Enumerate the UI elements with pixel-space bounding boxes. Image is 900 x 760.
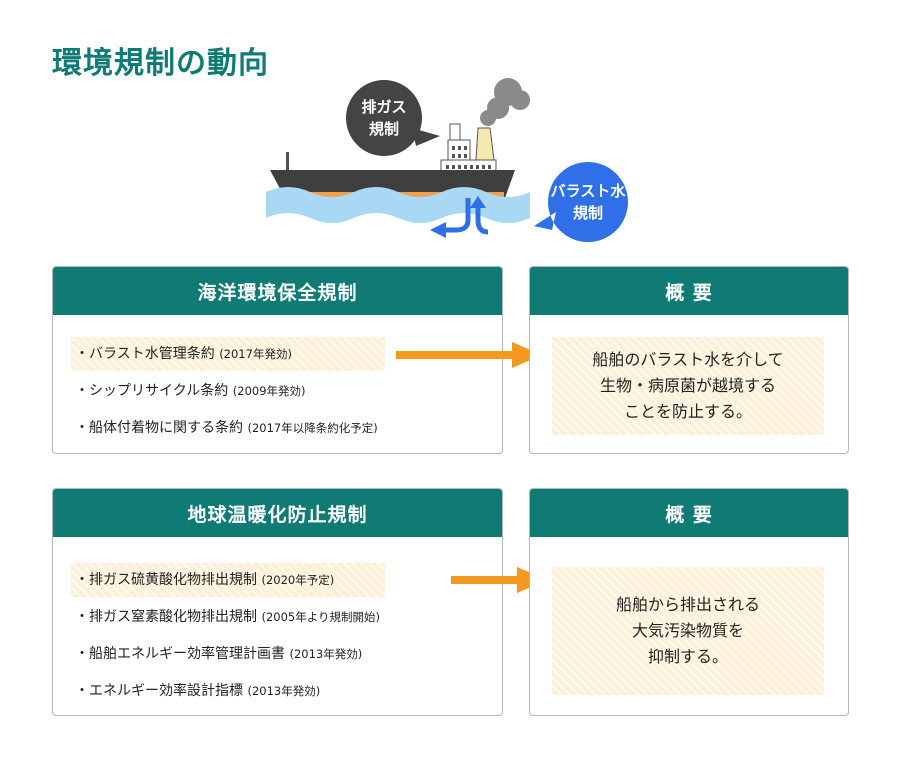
page-title: 環境規制の動向 bbox=[52, 46, 269, 81]
exhaust-regulation-label: 排ガス 規制 bbox=[361, 98, 407, 138]
list-item: ・エネルギー効率設計指標 (2013年発効) bbox=[75, 683, 321, 699]
water-icon bbox=[266, 187, 530, 223]
funnel-icon bbox=[475, 127, 495, 161]
list-item: ・バラスト水管理条約 (2017年発効) bbox=[71, 337, 385, 371]
panel-header: 概 要 bbox=[530, 267, 848, 315]
ballast-bubble-icon bbox=[534, 162, 628, 242]
summary-panel-1: 概 要 船舶のバラスト水を介して 生物・病原菌が越境する ことを防止する。 bbox=[529, 266, 849, 454]
ballast-flow-arrows-icon bbox=[444, 198, 489, 235]
summary-panel-2: 概 要 船舶から排出される 大気汚染物質を 抑制する。 bbox=[529, 488, 849, 716]
climate-regulation-panel: 地球温暖化防止規制 ・排ガス硫黄酸化物排出規制 (2020年予定) ・排ガス窒素… bbox=[52, 488, 503, 716]
list-item: ・船体付着物に関する条約 (2017年以降条約化予定) bbox=[75, 420, 378, 436]
ballast-regulation-label: バラスト水 規制 bbox=[550, 182, 626, 222]
list-item: ・排ガス窒素酸化物排出規制 (2005年より規制開始) bbox=[75, 609, 380, 625]
ship-illustration bbox=[266, 78, 628, 242]
panel-header: 海洋環境保全規制 bbox=[53, 267, 502, 315]
marine-regulation-panel: 海洋環境保全規制 ・バラスト水管理条約 (2017年発効) ・シップリサイクル条… bbox=[52, 266, 503, 454]
exhaust-bubble-icon bbox=[346, 80, 440, 156]
smoke-icon bbox=[480, 78, 530, 126]
list-item: ・船舶エネルギー効率管理計画書 (2013年発効) bbox=[75, 646, 363, 662]
list-item: ・シップリサイクル条約 (2009年発効) bbox=[75, 383, 306, 399]
list-item: ・排ガス硫黄酸化物排出規制 (2020年予定) bbox=[71, 563, 385, 597]
panel-header: 概 要 bbox=[530, 489, 848, 537]
panel-header: 地球温暖化防止規制 bbox=[53, 489, 502, 537]
summary-text: 船舶のバラスト水を介して 生物・病原菌が越境する ことを防止する。 bbox=[552, 337, 824, 435]
arrow-right-icon bbox=[396, 342, 542, 368]
summary-text: 船舶から排出される 大気汚染物質を 抑制する。 bbox=[552, 567, 824, 695]
